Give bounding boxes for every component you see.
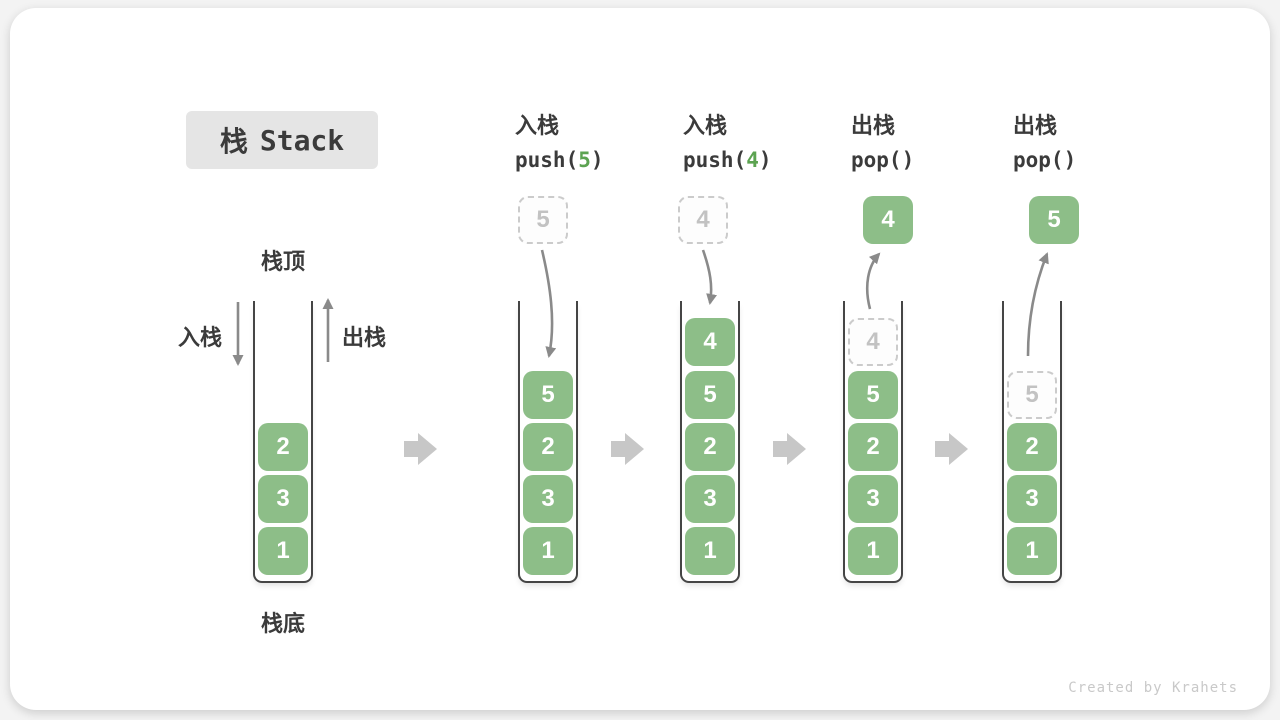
watermark: Created by Krahets: [1068, 680, 1238, 696]
stack-element: 1: [258, 527, 308, 575]
op-code: push(5): [515, 148, 604, 172]
popped-element-box: 5: [1029, 196, 1079, 244]
stack-element: 5: [685, 371, 735, 419]
stack-element: 5: [848, 371, 898, 419]
op-label: 出栈: [1013, 113, 1058, 138]
stack-container: [1002, 301, 1062, 583]
stack-element: 2: [1007, 423, 1057, 471]
stack-element: 4: [685, 318, 735, 366]
op-code: pop(): [851, 148, 915, 172]
stack-element: 5: [523, 371, 573, 419]
stack-element: 3: [848, 475, 898, 523]
op-label: 入栈: [683, 113, 728, 138]
push-arg: 5: [578, 148, 591, 172]
stack-element: 3: [523, 475, 573, 523]
stack-element: 1: [848, 527, 898, 575]
pushed-element-box: 5: [518, 196, 568, 244]
stack-bottom-label: 栈底: [260, 611, 306, 636]
title-box: 栈 Stack: [186, 111, 378, 169]
push-arg: 4: [746, 148, 759, 172]
header-pop-1: 出栈 pop(): [851, 108, 914, 172]
op-code: pop(): [1013, 148, 1077, 172]
stack-top-label: 栈顶: [260, 249, 306, 274]
stack-element: 2: [685, 423, 735, 471]
stack-element: 1: [523, 527, 573, 575]
header-push-5: 入栈 push(5): [515, 108, 604, 172]
stack-container: [680, 301, 740, 583]
header-pop-2: 出栈 pop(): [1013, 108, 1076, 172]
popped-element-box: 4: [863, 196, 913, 244]
stack-container: [843, 301, 903, 583]
header-push-4: 入栈 push(4): [683, 108, 772, 172]
removed-element-ghost: 5: [1007, 371, 1057, 419]
pop-direction-label: 出栈: [342, 325, 387, 350]
stack-container: [518, 301, 578, 583]
stack-element: 2: [523, 423, 573, 471]
title-en: Stack: [259, 123, 345, 157]
op-code: push(4): [683, 148, 772, 172]
stack-element: 2: [258, 423, 308, 471]
title-cn: 栈: [219, 126, 248, 157]
stack-element: 1: [685, 527, 735, 575]
op-label: 出栈: [851, 113, 896, 138]
stack-element: 2: [848, 423, 898, 471]
stack-element: 3: [258, 475, 308, 523]
stack-element: 3: [685, 475, 735, 523]
op-label: 入栈: [515, 113, 560, 138]
pushed-element-box: 4: [678, 196, 728, 244]
removed-element-ghost: 4: [848, 318, 898, 366]
stack-container: [253, 301, 313, 583]
stack-element: 3: [1007, 475, 1057, 523]
push-direction-label: 入栈: [178, 325, 223, 350]
stack-element: 1: [1007, 527, 1057, 575]
